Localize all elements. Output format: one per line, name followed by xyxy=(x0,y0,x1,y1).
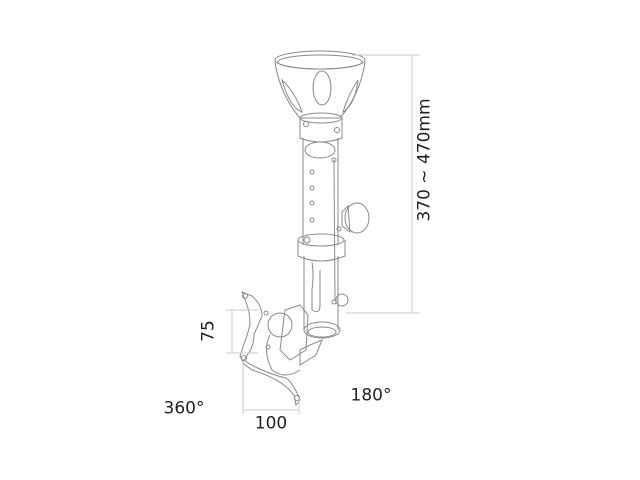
tilt-angle-label: 180° xyxy=(350,385,392,406)
inner-pole xyxy=(303,256,349,339)
vesa-vertical-label: 75 xyxy=(198,320,219,342)
ceiling-plate xyxy=(274,50,366,119)
lower-collar xyxy=(297,233,346,262)
outer-pole xyxy=(302,138,339,301)
height-adjust-knob xyxy=(336,202,370,234)
tilt-head xyxy=(266,304,323,376)
vesa-plate xyxy=(239,291,301,407)
top-collar xyxy=(299,112,343,143)
vesa-horizontal-label: 100 xyxy=(254,413,288,434)
height-range-label: 370 ~ 470mm xyxy=(414,98,435,222)
swivel-angle-label: 360° xyxy=(163,398,205,419)
dimension-lines xyxy=(226,54,420,414)
